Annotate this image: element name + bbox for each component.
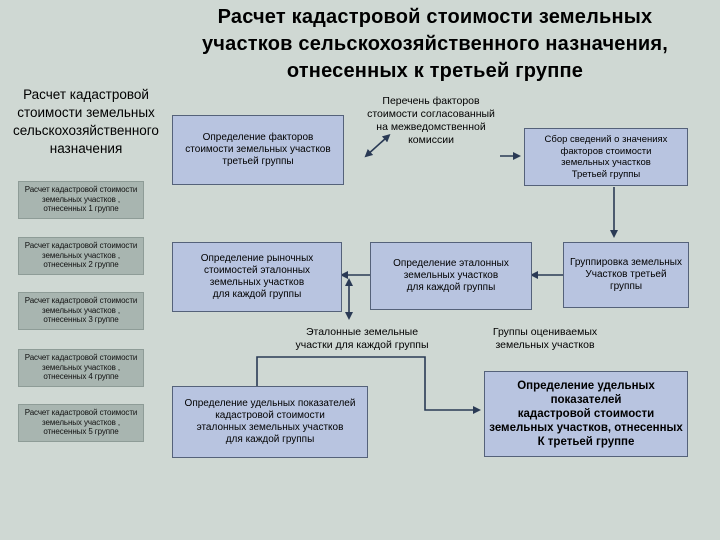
page-title: Расчет кадастровой стоимости земельных у… xyxy=(150,4,720,85)
node-label: Группировка земельных xyxy=(570,257,682,268)
sidebar-title-line: Расчет кадастровой xyxy=(23,87,149,102)
node-label: факторов стоимости xyxy=(560,145,652,157)
sidebar-item-label: земельных участков , xyxy=(42,250,120,260)
node-label: Третьей группы xyxy=(571,168,641,180)
node-label: земельных участков xyxy=(209,277,305,288)
node-label: Перечень факторов xyxy=(382,95,480,107)
sidebar-item-label: земельных участков , xyxy=(42,417,120,427)
node-collect-info: Сбор сведений о значениях факторов стоим… xyxy=(524,128,688,186)
node-factors-definition: Определение факторов стоимости земельных… xyxy=(172,115,344,185)
node-label: Сбор сведений о значениях xyxy=(544,134,668,145)
node-specific-final: Определение удельных показателей кадастр… xyxy=(484,371,688,457)
sidebar-item-label: Расчет кадастровой стоимости xyxy=(24,353,138,362)
node-valued-groups: Группы оцениваемых земельных участков xyxy=(470,326,620,352)
node-label: показателей xyxy=(550,394,622,406)
node-grouping: Группировка земельных Участков третьей г… xyxy=(563,242,689,308)
sidebar-item-label: отнесенных 1 группе xyxy=(43,204,119,214)
node-reference-plots: Эталонные земельные участки для каждой г… xyxy=(272,326,452,352)
node-label: Участков третьей группы xyxy=(585,269,667,292)
sidebar-item-label: земельных участков , xyxy=(42,194,120,204)
node-label: Эталонные земельные xyxy=(305,326,419,338)
node-market-values: Определение рыночных стоимостей эталонны… xyxy=(172,242,342,312)
sidebar-item-label: отнесенных 5 группе xyxy=(43,427,119,437)
sidebar-item-label: отнесенных 3 группе xyxy=(43,315,119,325)
node-label: стоимости земельных участков xyxy=(185,144,331,155)
sidebar-item-label: Расчет кадастровой стоимости xyxy=(24,296,138,305)
node-label: Группы оцениваемых xyxy=(492,326,598,338)
arrow-list-to-def xyxy=(364,133,391,158)
sidebar-item-label: отнесенных 4 группе xyxy=(43,372,119,382)
title-line-2: участков сельскохозяйственного назначени… xyxy=(201,33,669,55)
node-label: стоимостей эталонных xyxy=(203,265,311,276)
sidebar-item-label: Расчет кадастровой стоимости xyxy=(24,241,138,250)
sidebar-title-line: стоимости земельных xyxy=(17,105,155,120)
node-label: кадастровой стоимости xyxy=(215,410,325,421)
node-label: Определение факторов xyxy=(202,132,314,143)
node-label: Определение рыночных xyxy=(200,253,314,264)
sidebar-item-label: Расчет кадастровой стоимости xyxy=(24,185,138,194)
node-label: комиссии xyxy=(408,134,454,146)
sidebar-title-line: сельскохозяйственного xyxy=(13,123,159,138)
sidebar-item-label: земельных участков , xyxy=(42,362,120,372)
node-reference-definition: Определение эталонных земельных участков… xyxy=(370,242,532,310)
sidebar-item-label: Расчет кадастровой стоимости xyxy=(24,408,138,417)
sidebar-item-group-2[interactable]: Расчет кадастровой стоимости земельных у… xyxy=(18,237,144,275)
node-label: стоимости согласованный xyxy=(367,108,495,120)
node-label: К третьей группе xyxy=(537,436,635,448)
arrow-loop xyxy=(256,356,481,414)
sidebar-item-label: земельных участков , xyxy=(42,305,120,315)
sidebar-item-label: отнесенных 2 группе xyxy=(43,260,119,270)
title-line-1: Расчет кадастровой стоимости земельных xyxy=(217,6,653,28)
node-label: для каждой группы xyxy=(212,289,302,300)
node-specific-reference: Определение удельных показателей кадастр… xyxy=(172,386,368,458)
node-label: Определение удельных показателей xyxy=(184,398,356,409)
sidebar-item-group-1[interactable]: Расчет кадастровой стоимости земельных у… xyxy=(18,181,144,219)
sidebar-item-group-5[interactable]: Расчет кадастровой стоимости земельных у… xyxy=(18,404,144,442)
node-label: кадастровой стоимости xyxy=(517,408,655,420)
sidebar-title-line: назначения xyxy=(49,141,123,156)
node-label: третьей группы xyxy=(222,156,294,167)
node-label: земельных участков xyxy=(495,339,595,351)
node-label: для каждой группы xyxy=(406,282,496,293)
node-label: Определение эталонных xyxy=(393,258,509,269)
node-label: земельных участков, отнесенных xyxy=(489,422,683,434)
sidebar-title: Расчет кадастровой стоимости земельных с… xyxy=(6,86,166,158)
node-label: для каждой группы xyxy=(225,434,315,445)
node-factors-list: Перечень факторов стоимости согласованны… xyxy=(356,95,506,147)
node-label: эталонных земельных участков xyxy=(196,422,344,433)
node-label: земельных участков xyxy=(561,157,651,168)
node-label: земельных участков xyxy=(403,270,499,281)
sidebar-item-group-4[interactable]: Расчет кадастровой стоимости земельных у… xyxy=(18,349,144,387)
node-label: Определение удельных xyxy=(517,380,655,392)
node-label: на межведомственной xyxy=(376,121,486,133)
sidebar-item-group-3[interactable]: Расчет кадастровой стоимости земельных у… xyxy=(18,292,144,330)
node-label: участки для каждой группы xyxy=(295,339,429,351)
title-line-3: отнесенных к третьей группе xyxy=(286,60,584,82)
